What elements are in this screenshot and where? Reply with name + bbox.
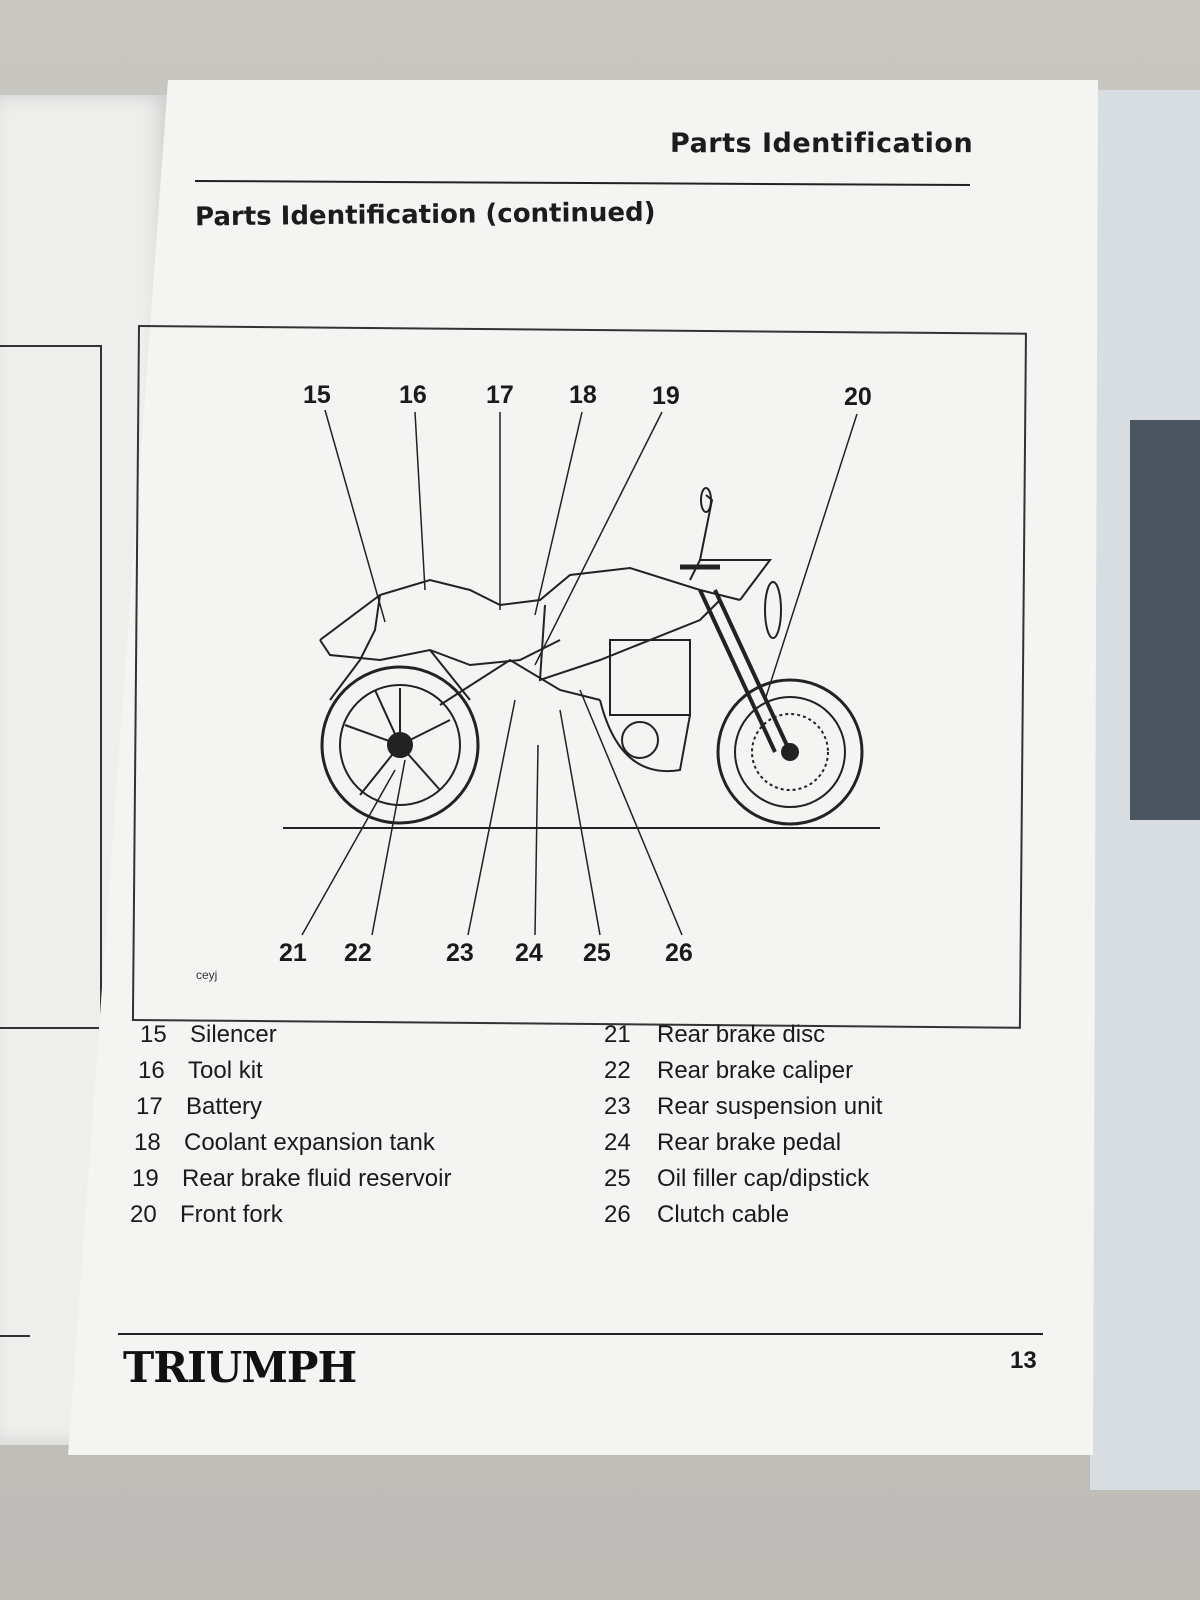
legend-item: 23 Rear suspension unit bbox=[604, 1093, 882, 1121]
legend-label: Rear brake pedal bbox=[657, 1129, 842, 1156]
callout-19: 19 bbox=[652, 382, 680, 410]
legend-item: 21 Rear brake disc bbox=[604, 1021, 825, 1049]
previous-page-rule bbox=[0, 1335, 30, 1337]
legend-number: 16 bbox=[138, 1057, 165, 1084]
page-header-title: Parts Identification bbox=[670, 128, 974, 159]
front-fork-line bbox=[713, 589, 792, 753]
legend-label: Rear suspension unit bbox=[657, 1093, 883, 1120]
motorcycle-drawing bbox=[283, 487, 880, 829]
legend-label: Silencer bbox=[190, 1021, 277, 1048]
callout-25: 25 bbox=[583, 939, 611, 967]
frame bbox=[538, 599, 721, 682]
callout-18: 18 bbox=[569, 381, 597, 409]
legend-label: Clutch cable bbox=[657, 1201, 790, 1228]
engine bbox=[609, 639, 691, 716]
callout-16: 16 bbox=[399, 381, 427, 409]
callout-23: 23 bbox=[446, 939, 474, 967]
triumph-logo: TRIUMPH bbox=[123, 1343, 357, 1392]
legend-label: Rear brake disc bbox=[657, 1021, 826, 1048]
legend-number: 18 bbox=[134, 1129, 161, 1156]
legend-item: 24 Rear brake pedal bbox=[604, 1129, 841, 1157]
page-number: 13 bbox=[1010, 1347, 1037, 1374]
footer-rule bbox=[118, 1333, 1043, 1335]
legend-item: 19 Rear brake fluid reservoir bbox=[132, 1165, 451, 1193]
legend-number: 22 bbox=[604, 1057, 631, 1084]
legend-item: 26 Clutch cable bbox=[604, 1201, 789, 1229]
legend-number: 23 bbox=[604, 1093, 631, 1120]
booklet-cover bbox=[1130, 420, 1200, 820]
legend-label: Battery bbox=[186, 1093, 263, 1120]
legend-item: 15 Silencer bbox=[140, 1021, 277, 1049]
callout-21: 21 bbox=[279, 939, 307, 967]
callout-15: 15 bbox=[303, 381, 331, 409]
legend-label: Rear brake caliper bbox=[657, 1057, 854, 1084]
callout-24: 24 bbox=[515, 939, 543, 967]
callout-20: 20 bbox=[844, 383, 872, 411]
legend-item: 20 Front fork bbox=[130, 1201, 283, 1229]
front-brake-disc bbox=[751, 713, 829, 791]
tank-seat-outline bbox=[319, 566, 741, 641]
legend-number: 15 bbox=[140, 1021, 167, 1048]
legend-label: Coolant expansion tank bbox=[184, 1129, 435, 1156]
headlight bbox=[764, 581, 782, 639]
legend-number: 17 bbox=[136, 1093, 163, 1120]
legend-number: 20 bbox=[130, 1201, 157, 1228]
manual-page bbox=[68, 80, 1098, 1455]
legend-item: 16 Tool kit bbox=[138, 1057, 263, 1085]
legend-item: 25 Oil filler cap/dipstick bbox=[604, 1165, 869, 1193]
swingarm bbox=[439, 658, 601, 706]
legend-label: Front fork bbox=[180, 1201, 283, 1228]
rear-wheel-spokes bbox=[344, 688, 451, 796]
front-wheel bbox=[716, 678, 864, 826]
leader-lines bbox=[301, 409, 858, 936]
rear-wheel bbox=[320, 665, 480, 825]
previous-page-box bbox=[0, 345, 102, 1029]
legend-number: 21 bbox=[604, 1021, 631, 1048]
callout-26: 26 bbox=[665, 939, 693, 967]
legend-label: Rear brake fluid reservoir bbox=[182, 1165, 452, 1192]
legend-label: Tool kit bbox=[188, 1057, 263, 1084]
legend-item: 22 Rear brake caliper bbox=[604, 1057, 853, 1085]
engine-case bbox=[599, 699, 691, 773]
diagram-code: ceyj bbox=[196, 968, 218, 982]
legend-number: 19 bbox=[132, 1165, 159, 1192]
other-booklets bbox=[1090, 90, 1200, 1490]
tail bbox=[329, 594, 381, 701]
legend-number: 26 bbox=[604, 1201, 631, 1228]
callout-17: 17 bbox=[486, 381, 514, 409]
legend-label: Oil filler cap/dipstick bbox=[657, 1165, 870, 1192]
legend-item: 18 Coolant expansion tank bbox=[134, 1129, 435, 1157]
callout-22: 22 bbox=[344, 939, 372, 967]
legend-number: 25 bbox=[604, 1165, 631, 1192]
legend-number: 24 bbox=[604, 1129, 631, 1156]
legend-item: 17 Battery bbox=[136, 1093, 262, 1121]
headlight-bracket bbox=[689, 559, 772, 601]
